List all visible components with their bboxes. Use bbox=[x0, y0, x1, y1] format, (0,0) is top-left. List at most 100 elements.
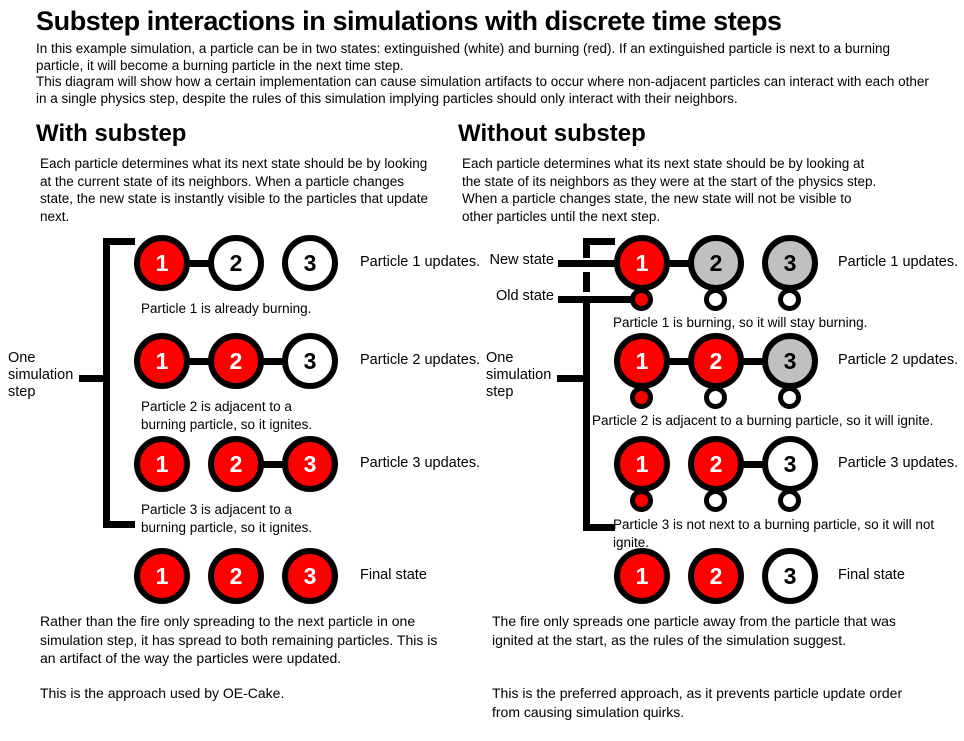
left-row-1-particle-2: 2 bbox=[208, 235, 264, 291]
left-row-1-link-1-2 bbox=[187, 260, 211, 267]
right-footer-note-1: The fire only spreads one particle away … bbox=[492, 613, 896, 648]
left-row-3-link-2-3 bbox=[261, 461, 285, 468]
old-state-leader-line bbox=[558, 296, 640, 303]
right-row-1-note: Particle 1 is burning, so it will stay b… bbox=[613, 315, 868, 330]
left-row-1-note: Particle 1 is already burning. bbox=[141, 301, 312, 316]
right-row-3-particle-3: 3 bbox=[762, 436, 818, 492]
left-step-bracket-bottom-arm bbox=[103, 521, 135, 528]
particle-label: 2 bbox=[709, 347, 723, 374]
particle-label: 3 bbox=[303, 347, 317, 374]
particle-label: 2 bbox=[709, 562, 723, 589]
section-description-without-substep: Each particle determines what its next s… bbox=[462, 156, 877, 224]
left-footer-note-2: This is the approach used by OE-Cake. bbox=[40, 685, 285, 701]
right-step-bracket-top-arm bbox=[583, 238, 615, 245]
section-heading-with-substep: With substep bbox=[36, 120, 187, 147]
left-row-1-particle-1: 1 bbox=[134, 235, 190, 291]
left-row-4-label: Final state bbox=[360, 567, 427, 583]
intro-paragraphs: In this example simulation, a particle c… bbox=[36, 41, 936, 107]
right-row-3-particle-1: 1 bbox=[614, 436, 670, 492]
left-row-2-label: Particle 2 updates. bbox=[360, 352, 481, 368]
particle-label: 3 bbox=[783, 347, 797, 374]
left-row-4-particle-3: 3 bbox=[282, 548, 338, 604]
left-row-4-particle-2: 2 bbox=[208, 548, 264, 604]
new-state-label: New state bbox=[489, 252, 554, 268]
particle-label: 1 bbox=[155, 347, 169, 374]
right-row-2-link-2-3 bbox=[741, 358, 765, 365]
left-row-3-particle-1: 1 bbox=[134, 436, 190, 492]
right-footer-note-2: This is the preferred approach, as it pr… bbox=[492, 685, 903, 720]
right-row-1-old-state-1 bbox=[630, 288, 653, 311]
right-row-3-particle-2: 2 bbox=[688, 436, 744, 492]
particle-label: 1 bbox=[635, 450, 649, 477]
right-row-2-particle-1: 1 bbox=[614, 333, 670, 389]
left-row-4-particle-1: 1 bbox=[134, 548, 190, 604]
particle-label: 3 bbox=[303, 249, 317, 276]
left-row-2-particle-1: 1 bbox=[134, 333, 190, 389]
right-row-2-particle-2: 2 bbox=[688, 333, 744, 389]
right-row-2-old-state-2 bbox=[704, 386, 727, 409]
right-step-label: One simulation step bbox=[486, 350, 552, 400]
left-row-2-particle-3: 3 bbox=[282, 333, 338, 389]
left-step-label: One simulation step bbox=[8, 350, 74, 400]
left-row-3-particle-2: 2 bbox=[208, 436, 264, 492]
particle-label: 1 bbox=[635, 249, 649, 276]
particle-label: 2 bbox=[229, 450, 243, 477]
old-state-label: Old state bbox=[495, 288, 554, 304]
right-row-3-label: Particle 3 updates. bbox=[838, 455, 959, 471]
particle-label: 3 bbox=[783, 249, 797, 276]
right-row-1-old-state-3 bbox=[778, 288, 801, 311]
left-row-3-label: Particle 3 updates. bbox=[360, 455, 481, 471]
right-row-1-particle-3: 3 bbox=[762, 235, 818, 291]
left-row-1-label: Particle 1 updates. bbox=[360, 254, 481, 270]
right-row-4-label: Final state bbox=[838, 567, 905, 583]
particle-label: 3 bbox=[783, 562, 797, 589]
right-row-2-label: Particle 2 updates. bbox=[838, 352, 959, 368]
right-row-4-particle-3: 3 bbox=[762, 548, 818, 604]
right-row-2-note: Particle 2 is adjacent to a burning part… bbox=[592, 413, 934, 428]
intro-paragraph-2: This diagram will show how a certain imp… bbox=[36, 74, 929, 106]
left-row-1-particle-3: 3 bbox=[282, 235, 338, 291]
right-row-4-particle-2: 2 bbox=[688, 548, 744, 604]
right-row-3-note: Particle 3 is not next to a burning part… bbox=[613, 517, 935, 550]
right-row-3-old-state-3 bbox=[778, 489, 801, 512]
particle-label: 1 bbox=[155, 249, 169, 276]
section-heading-without-substep: Without substep bbox=[458, 120, 646, 147]
right-row-1-particle-1: 1 bbox=[614, 235, 670, 291]
particle-label: 2 bbox=[229, 562, 243, 589]
section-description-with-substep: Each particle determines what its next s… bbox=[40, 156, 428, 224]
left-row-2-note: Particle 2 is adjacent to a burning part… bbox=[141, 399, 313, 432]
left-row-2-link-2-3 bbox=[261, 358, 285, 365]
particle-label: 3 bbox=[303, 562, 317, 589]
right-row-2-old-state-1 bbox=[630, 386, 653, 409]
right-step-bracket-vertical bbox=[583, 303, 590, 531]
particle-label: 3 bbox=[303, 450, 317, 477]
right-row-3-link-2-3 bbox=[741, 461, 765, 468]
particle-label: 2 bbox=[709, 249, 723, 276]
right-row-2-particle-3: 3 bbox=[762, 333, 818, 389]
right-step-bracket-bottom-arm bbox=[583, 524, 615, 531]
particle-label: 1 bbox=[635, 347, 649, 374]
right-row-2-old-state-3 bbox=[778, 386, 801, 409]
left-step-bracket-vertical bbox=[103, 238, 110, 528]
left-row-2-link-1-2 bbox=[187, 358, 211, 365]
particle-label: 2 bbox=[229, 347, 243, 374]
page-title: Substep interactions in simulations with… bbox=[36, 6, 782, 36]
right-row-1-old-state-2 bbox=[704, 288, 727, 311]
left-step-bracket-top-arm bbox=[103, 238, 135, 245]
right-row-1-label: Particle 1 updates. bbox=[838, 254, 959, 270]
particle-label: 1 bbox=[155, 450, 169, 477]
right-row-4-particle-1: 1 bbox=[614, 548, 670, 604]
right-row-3-old-state-1 bbox=[630, 489, 653, 512]
left-row-2-particle-2: 2 bbox=[208, 333, 264, 389]
particle-label: 1 bbox=[635, 562, 649, 589]
particle-label: 2 bbox=[229, 249, 243, 276]
right-step-bracket-dash-1 bbox=[583, 238, 590, 258]
right-row-1-particle-2: 2 bbox=[688, 235, 744, 291]
particle-label: 1 bbox=[155, 562, 169, 589]
left-footer-note-1: Rather than the fire only spreading to t… bbox=[40, 613, 438, 666]
right-row-3-old-state-2 bbox=[704, 489, 727, 512]
right-step-bracket-dash-2 bbox=[583, 272, 590, 292]
particle-label: 2 bbox=[709, 450, 723, 477]
right-step-bracket-stub bbox=[557, 375, 587, 382]
intro-paragraph-1: In this example simulation, a particle c… bbox=[36, 41, 890, 73]
